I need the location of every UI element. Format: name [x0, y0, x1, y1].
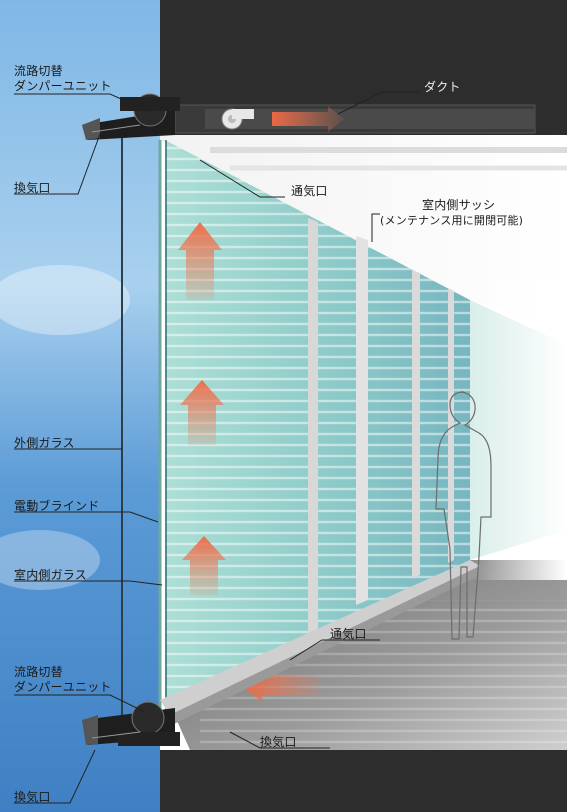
inner-sash-frame: [356, 236, 368, 605]
leader-inner-glass: [14, 580, 163, 586]
label-damper-top-line1: 流路切替: [14, 64, 63, 78]
top-damper-unit: [82, 93, 180, 140]
label-exhaust-top: 換気口: [14, 181, 51, 195]
leader-blind: [14, 511, 159, 523]
leader-duct: [337, 91, 420, 115]
label-vent-top: 通気口: [291, 184, 328, 198]
label-inner-glass: 室内側ガラス: [14, 568, 87, 582]
leader-exhaust-top: [14, 133, 101, 195]
label-inner-sash-line1: 室内側サッシ: [422, 198, 496, 212]
duct-airflow-arrow: [272, 106, 344, 132]
leader-damper-top: [14, 93, 151, 113]
label-damper-bottom-line1: 流路切替: [14, 665, 63, 679]
leader-exhaust-bottom-left: [14, 749, 96, 804]
upper-floor-slab: [160, 0, 567, 135]
leader-damper-bottom: [14, 694, 146, 713]
label-blind: 電動ブラインド: [14, 499, 100, 513]
cavity-airflow-arrows: [178, 222, 226, 595]
person-silhouette: [435, 391, 492, 640]
lower-floor-slab: [160, 750, 567, 812]
label-damper-top-line2: ダンパーユニット: [14, 79, 112, 93]
label-exhaust-bottom-left: 換気口: [14, 790, 51, 804]
leader-exhaust-bottom-right: [229, 731, 330, 749]
label-exhaust-bottom-right: 換気口: [260, 735, 297, 749]
label-damper-bottom-line2: ダンパーユニット: [14, 680, 112, 694]
leader-vent-top: [199, 159, 285, 198]
mullion-1: [308, 218, 318, 635]
label-duct: ダクト: [424, 80, 461, 94]
leader-vent-bottom: [289, 639, 380, 661]
ceiling: [160, 135, 567, 330]
leader-lines: [14, 91, 420, 804]
label-inner-sash-line2: (メンテナンス用に開閉可能): [380, 214, 524, 227]
label-outer-glass: 外側ガラス: [14, 436, 75, 450]
leader-inner-sash: [371, 213, 380, 242]
label-vent-bottom: 通気口: [330, 627, 367, 641]
